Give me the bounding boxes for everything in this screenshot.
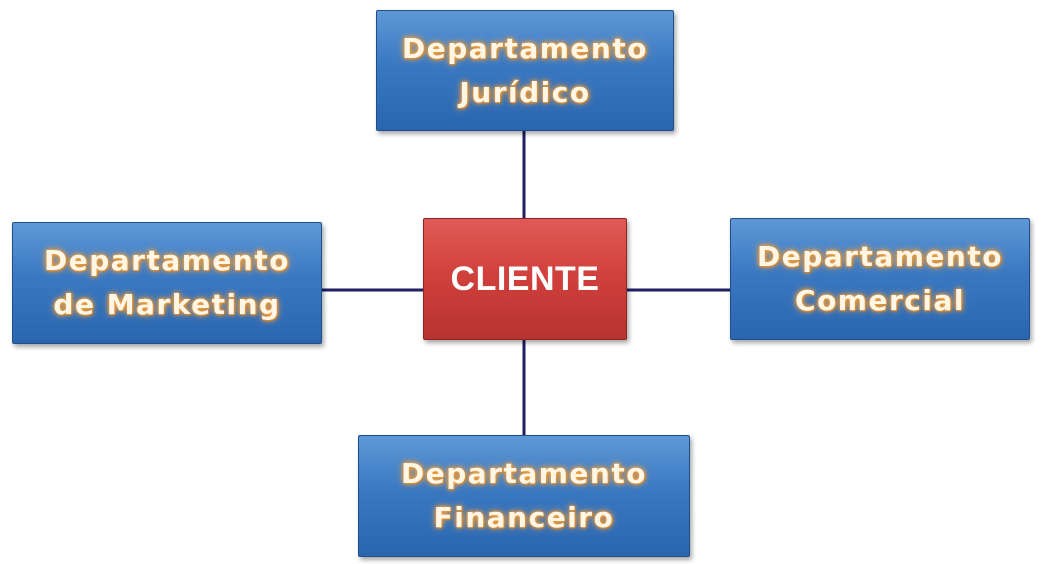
node-label-line-2: Comercial <box>795 284 965 317</box>
node-label-line-1: Departamento <box>402 31 648 65</box>
node-cliente: CLIENTE <box>423 218 627 340</box>
node-departamento-financeiro: Departamento Financeiro <box>358 435 690 557</box>
node-label: Departamento Comercial <box>757 235 1003 323</box>
center-label: CLIENTE <box>450 259 600 298</box>
node-label-line-2: Jurídico <box>459 75 591 109</box>
node-departamento-marketing: Departamento de Marketing <box>12 222 322 344</box>
node-label-line-2: Financeiro <box>433 501 615 534</box>
node-label: Departamento Jurídico <box>402 27 648 115</box>
node-label-line-2: de Marketing <box>53 288 281 321</box>
node-label-line-1: Departamento <box>44 244 290 277</box>
node-departamento-juridico: Departamento Jurídico <box>376 10 674 131</box>
node-label: Departamento Financeiro <box>401 452 647 540</box>
node-departamento-comercial: Departamento Comercial <box>730 218 1030 340</box>
node-label-line-1: Departamento <box>757 240 1003 273</box>
node-label-line-1: Departamento <box>401 457 647 490</box>
node-label: Departamento de Marketing <box>44 239 290 327</box>
